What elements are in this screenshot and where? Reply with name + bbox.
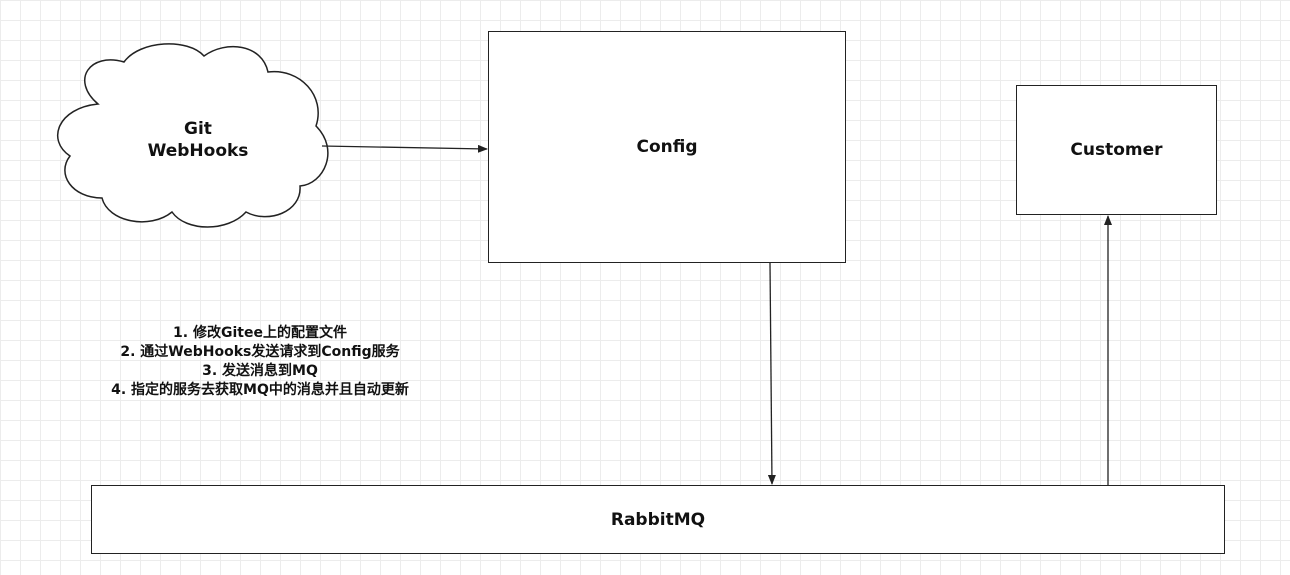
arrow-webhooks-to-config — [321, 144, 488, 153]
cloud-label-line1: Git — [184, 119, 212, 139]
cloud-label-line2: WebHooks — [147, 141, 249, 161]
arrow-config-to-rabbitmq — [767, 262, 776, 485]
step-item: 4. 指定的服务去获取MQ中的消息并且自动更新 — [111, 382, 409, 398]
config-node: Config — [488, 31, 846, 263]
rabbitmq-label: RabbitMQ — [610, 509, 706, 530]
customer-node: Customer — [1016, 85, 1217, 215]
steps-list: 1. 修改Gitee上的配置文件 2. 通过WebHooks发送请求到Confi… — [40, 324, 480, 400]
step-item: 3. 发送消息到MQ — [202, 363, 318, 379]
rabbitmq-node: RabbitMQ — [91, 485, 1225, 554]
step-item: 1. 修改Gitee上的配置文件 — [173, 325, 347, 341]
git-webhooks-cloud — [56, 43, 329, 228]
git-webhooks-label: Git WebHooks — [118, 118, 278, 162]
customer-label: Customer — [1070, 140, 1163, 160]
step-item: 2. 通过WebHooks发送请求到Config服务 — [120, 344, 400, 360]
config-label: Config — [636, 137, 698, 157]
